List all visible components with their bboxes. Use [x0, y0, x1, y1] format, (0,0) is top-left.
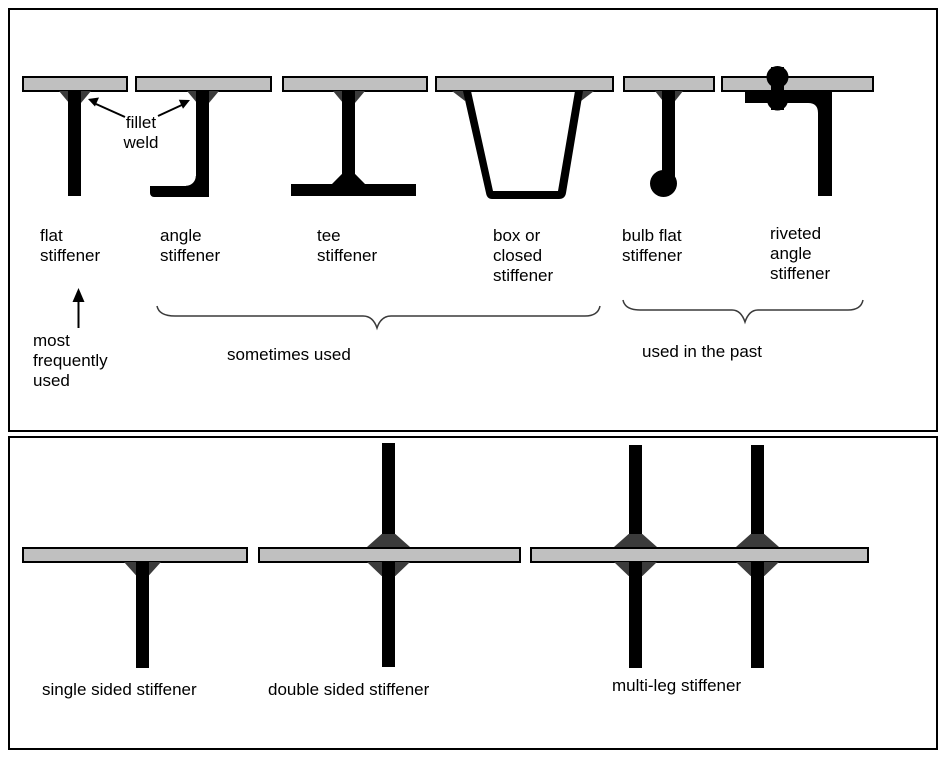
angle-stiffener-flange [150, 186, 209, 197]
box-stiffener-shape [452, 91, 594, 199]
riveted-angle-profile [745, 92, 832, 196]
plate-riveted [721, 76, 874, 92]
used-in-past-brace [622, 299, 864, 325]
box-stiffener-weld-right [579, 91, 594, 101]
label-used-in-past: used in the past [642, 342, 763, 361]
angle-stiffener-fillet [186, 176, 196, 186]
used-in-past-brace-path [622, 299, 864, 325]
multi-leg-web2-bottom [751, 562, 764, 668]
sometimes-used-brace [156, 305, 601, 331]
label-sometimes-used: sometimes used [227, 345, 351, 364]
plate-angle [135, 76, 272, 92]
fillet-weld-label: fillet weld [123, 113, 159, 152]
sometimes-used-brace-path [156, 305, 601, 331]
fillet-weld-arrow-right-line [157, 103, 185, 117]
multi-leg-web1-top [629, 445, 642, 547]
bottom-panel [8, 436, 938, 750]
plate-tee [282, 76, 428, 92]
label-bulb-stiffener: bulb flat stiffener [622, 226, 683, 265]
plate-bulb [623, 76, 715, 92]
fillet-weld-arrow-left-head [88, 97, 99, 107]
tee-stiffener-flange [291, 184, 416, 196]
multi-leg-web1-bottom [629, 562, 642, 668]
flat-stiffener-web [68, 91, 81, 196]
label-double-sided: double sided stiffener [268, 680, 430, 699]
most-used-arrow-head [72, 288, 85, 302]
label-single-sided: single sided stiffener [42, 680, 197, 699]
plate-box [435, 76, 614, 92]
plate-multi-leg [530, 547, 869, 563]
label-angle-stiffener: angle stiffener [160, 226, 221, 265]
single-sided-web [136, 562, 149, 668]
label-box-stiffener: box or closed stiffener [493, 226, 554, 285]
bulb-stiffener-web [662, 91, 675, 180]
plate-double-sided [258, 547, 521, 563]
label-tee-stiffener: tee stiffener [317, 226, 378, 265]
fillet-weld-arrows [88, 97, 190, 118]
plate-flat [22, 76, 128, 92]
double-sided-web-top [382, 443, 395, 547]
label-flat-stiffener: flat stiffener [40, 226, 101, 265]
tee-stiffener-flare [332, 174, 365, 184]
tee-stiffener-web [342, 91, 355, 184]
label-riveted-stiffener: riveted angle stiffener [770, 224, 831, 283]
label-most-frequently-used: most frequently used [33, 331, 108, 390]
riveted-angle-shape [745, 66, 832, 196]
label-multi-leg: multi-leg stiffener [612, 676, 742, 695]
rivet-head-bottom [767, 89, 788, 111]
double-sided-web-bottom [382, 562, 395, 667]
angle-stiffener-web [196, 91, 209, 197]
plate-single-sided [22, 547, 248, 563]
fillet-weld-arrow-left-line [95, 103, 126, 118]
multi-leg-web2-top [751, 445, 764, 547]
box-stiffener-outline [463, 91, 583, 199]
rivet-head-top [766, 66, 789, 88]
most-frequently-used-arrow [72, 288, 85, 328]
bulb-stiffener-bulb [650, 170, 677, 197]
box-stiffener-weld-left [452, 91, 467, 101]
fillet-weld-arrow-right-head [178, 99, 190, 109]
